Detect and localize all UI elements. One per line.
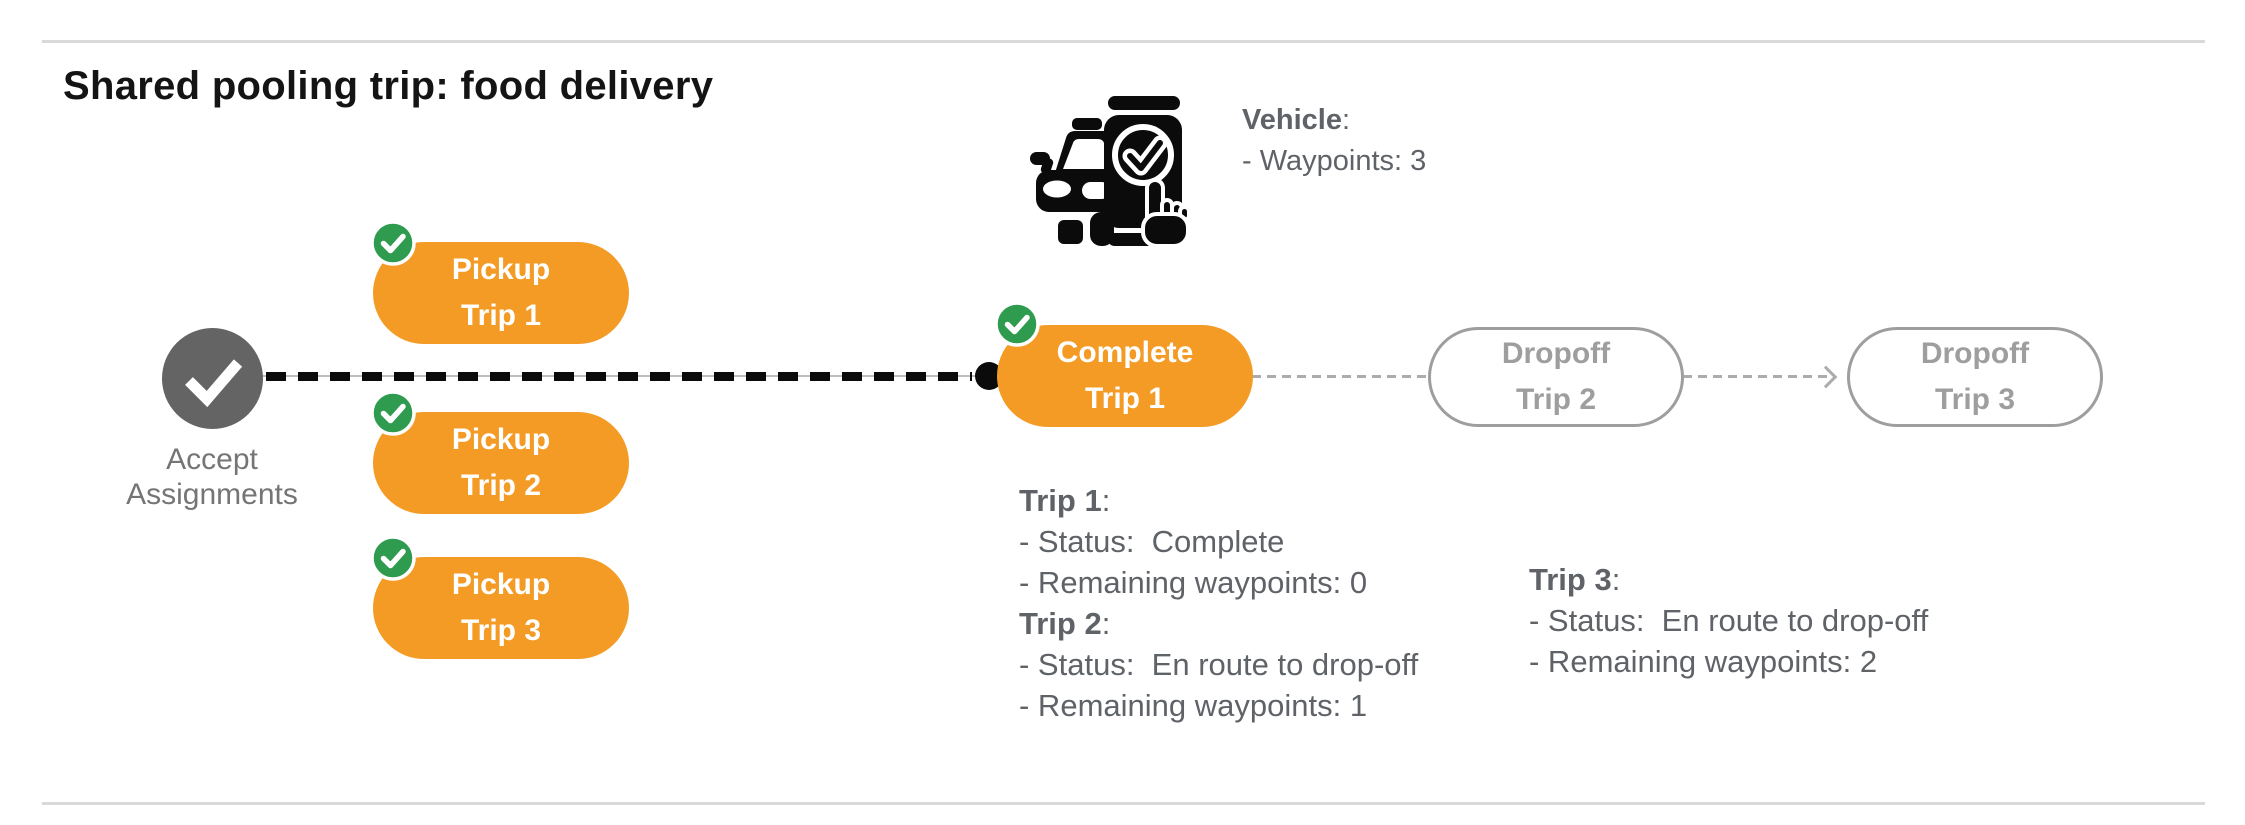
- vehicle-info: Vehicle: - Waypoints: 3: [1242, 100, 1426, 182]
- vehicle-waypoints: - Waypoints: 3: [1242, 145, 1427, 177]
- trip-2-heading: Trip 2:: [1019, 606, 1111, 641]
- node-dropoff-trip-3: Dropoff Trip 3: [1847, 327, 2103, 427]
- check-badge-icon: [370, 535, 416, 581]
- node-pickup-trip-3: Pickup Trip 3: [373, 557, 629, 659]
- accept-assignments-label: Accept Assignments: [126, 443, 298, 511]
- dashed-connector-to-dropoff3: [1683, 375, 1829, 378]
- check-badge-icon: [370, 390, 416, 436]
- node-dropoff-trip-2: Dropoff Trip 2: [1428, 327, 1684, 427]
- trip-1-waypoints: - Remaining waypoints: 0: [1019, 565, 1368, 600]
- check-circle-icon: [162, 328, 263, 429]
- trip-2-status: - Status: En route to drop-off: [1019, 647, 1419, 682]
- check-badge-icon: [994, 301, 1040, 347]
- dashed-connector-to-dropoff2: [1252, 375, 1428, 378]
- trip-2-waypoints: - Remaining waypoints: 1: [1019, 688, 1368, 723]
- trip-3-status: - Status: En route to drop-off: [1529, 603, 1929, 638]
- node-complete-trip-1: Complete Trip 1: [997, 325, 1253, 427]
- bottom-divider: [42, 802, 2205, 805]
- main-dashed-connector: [266, 372, 972, 381]
- node-pickup-trip-1: Pickup Trip 1: [373, 242, 629, 344]
- top-divider: [42, 40, 2205, 43]
- check-badge-icon: [370, 220, 416, 266]
- car-with-phone-check-icon: [1030, 96, 1190, 248]
- dashed-arrow-right-icon: [1814, 365, 1838, 389]
- trip-1-heading: Trip 1:: [1019, 483, 1111, 518]
- trip-status-block-2: Trip 3: - Status: En route to drop-off -…: [1529, 559, 1928, 682]
- trip-3-waypoints: - Remaining waypoints: 2: [1529, 644, 1878, 679]
- trip-1-status: - Status: Complete: [1019, 524, 1285, 559]
- trip-status-block-1: Trip 1: - Status: Complete - Remaining w…: [1019, 480, 1418, 726]
- vehicle-label: Vehicle:: [1242, 104, 1351, 136]
- node-pickup-trip-2: Pickup Trip 2: [373, 412, 629, 514]
- page-title: Shared pooling trip: food delivery: [63, 64, 714, 108]
- trip-3-heading: Trip 3:: [1529, 562, 1621, 597]
